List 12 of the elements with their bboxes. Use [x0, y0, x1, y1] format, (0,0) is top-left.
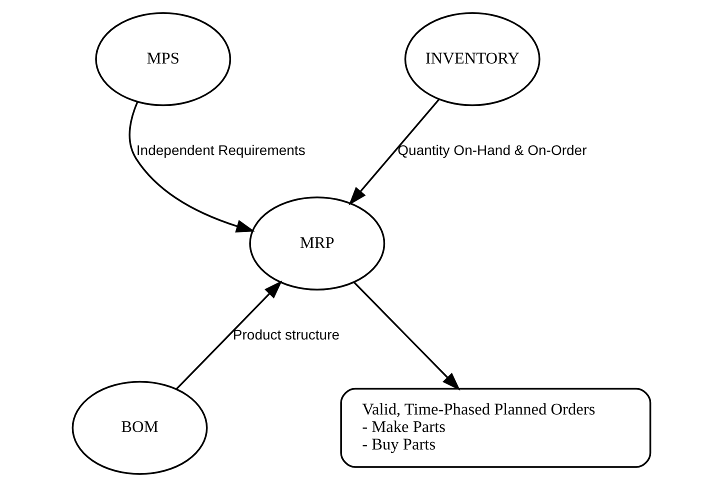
arrow [128, 102, 254, 233]
node-box: Valid, Time-Phased Planned Orders - Make Parts - Buy Parts [340, 388, 651, 468]
node-ellipse: MPS [94, 12, 231, 106]
node-ellipse: MRP [248, 196, 385, 290]
edge-label: Quantity On-Hand & On-Order [397, 142, 586, 158]
edge-label: Independent Requirements [136, 142, 305, 158]
arrow [348, 98, 440, 206]
arrow [353, 282, 460, 391]
edge-label: Product structure [232, 326, 340, 342]
node-ellipse: BOM [71, 380, 208, 475]
arrow [175, 280, 282, 390]
node-ellipse: INVENTORY [404, 12, 540, 106]
